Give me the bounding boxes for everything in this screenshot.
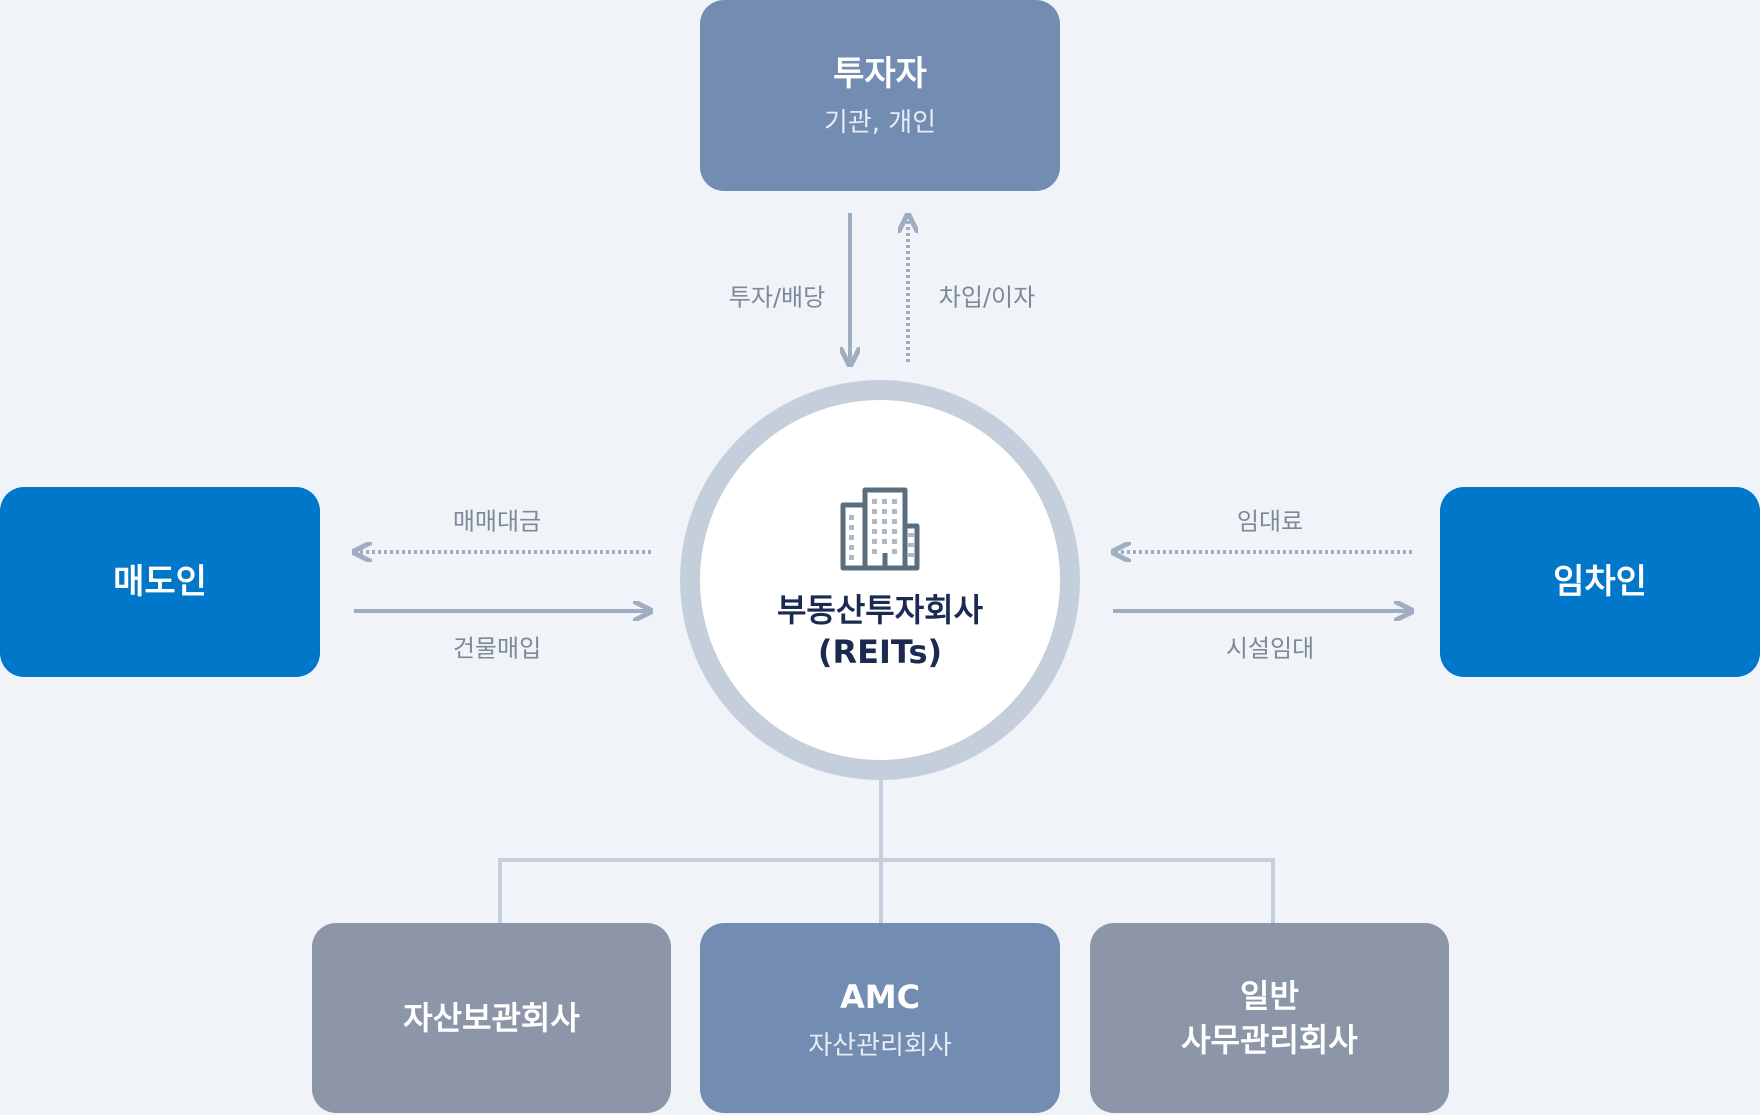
custodian-box: 자산보관회사 [312, 923, 671, 1113]
investor-box: 투자자 기관, 개인 [700, 0, 1060, 191]
reits-subtitle: (REITs) [817, 633, 943, 671]
tenant-box: 임차인 [1440, 487, 1760, 677]
admin-box: 일반 사무관리회사 [1090, 923, 1449, 1113]
amc-box: AMC 자산관리회사 [700, 923, 1060, 1113]
building-purchase-label: 건물매입 [452, 634, 542, 663]
reits-circle: 부동산투자회사 (REITs) [680, 380, 1080, 780]
building-icon [840, 487, 920, 571]
facility-lease-label: 시설임대 [1225, 634, 1315, 663]
admin-line2: 사무관리회사 [1181, 1021, 1358, 1059]
tenant-title: 임차인 [1553, 562, 1647, 602]
seller-title: 매도인 [113, 562, 207, 602]
investor-subtitle: 기관, 개인 [823, 108, 937, 138]
amc-title: AMC [839, 977, 921, 1016]
sale-price-label: 매매대금 [452, 507, 542, 536]
admin-line1: 일반 [1240, 977, 1299, 1015]
amc-subtitle: 자산관리회사 [808, 1030, 952, 1061]
org-tree-lines [498, 778, 1275, 923]
borrow-interest-label: 차입/이자 [938, 283, 1036, 312]
investor-title: 투자자 [833, 54, 927, 94]
seller-box: 매도인 [0, 487, 320, 677]
custodian-title: 자산보관회사 [403, 999, 580, 1037]
invest-dividend-label: 투자/배당 [728, 283, 826, 312]
reits-title: 부동산투자회사 [776, 591, 984, 629]
rent-label: 임대료 [1236, 507, 1304, 536]
